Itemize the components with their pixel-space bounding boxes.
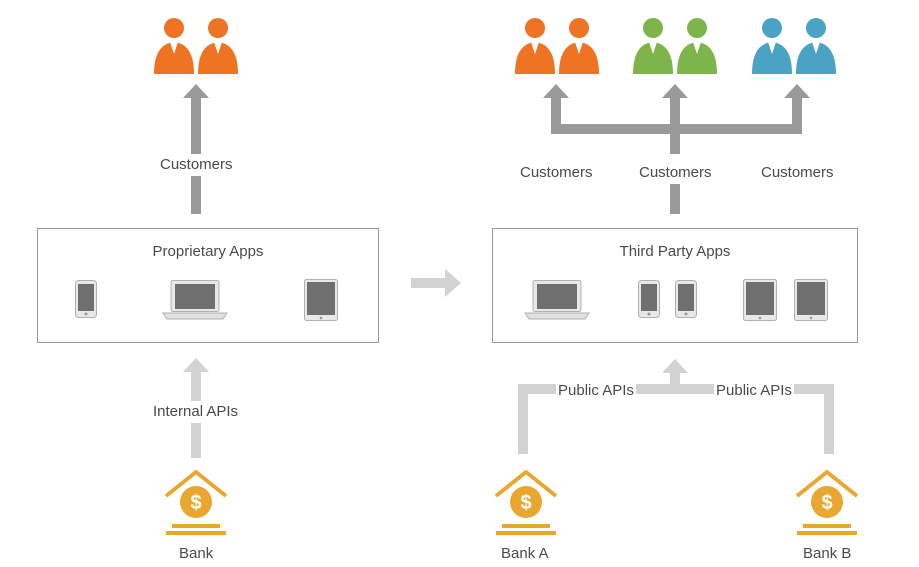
left-customers-label: Customers [158, 154, 235, 176]
tablet-icon [304, 279, 338, 321]
bank-a-label: Bank A [501, 545, 549, 563]
customers-people-icon-blue [752, 18, 836, 74]
transition-arrow [411, 269, 461, 297]
public-apis-arrows [518, 359, 834, 454]
customers-people-icon-orange [515, 18, 599, 74]
bank-dollar-icon: $ [164, 470, 228, 535]
laptop-icon [524, 280, 590, 320]
smartphone-icon [75, 280, 97, 318]
bank-dollar-icon: $ [795, 470, 859, 535]
tablet-icon [794, 279, 828, 321]
bank-b-label: Bank B [803, 545, 852, 563]
tablet-icon [743, 279, 777, 321]
customers-people-icon-left [154, 18, 238, 74]
bank-dollar-icon: $ [494, 470, 558, 535]
public-apis-label-2: Public APIs [714, 380, 794, 402]
internal-apis-label: Internal APIs [151, 401, 241, 423]
smartphone-icon [675, 280, 697, 318]
public-apis-label-1: Public APIs [556, 380, 636, 402]
svg-text:$: $ [190, 492, 201, 514]
right-customers-label-1: Customers [518, 163, 595, 183]
right-customers-branch-arrows [543, 84, 810, 214]
customers-people-icon-green [633, 18, 717, 74]
left-customers-arrow [183, 84, 209, 214]
smartphone-icon [638, 280, 660, 318]
third-party-apps-title: Third Party Apps [619, 243, 731, 260]
svg-text:$: $ [821, 492, 832, 514]
right-customers-label-2: Customers [637, 163, 714, 183]
laptop-icon [162, 280, 228, 320]
bank-label: Bank [179, 545, 214, 563]
svg-text:$: $ [520, 492, 531, 514]
right-customers-label-3: Customers [759, 163, 836, 183]
proprietary-apps-title: Proprietary Apps [152, 243, 264, 260]
